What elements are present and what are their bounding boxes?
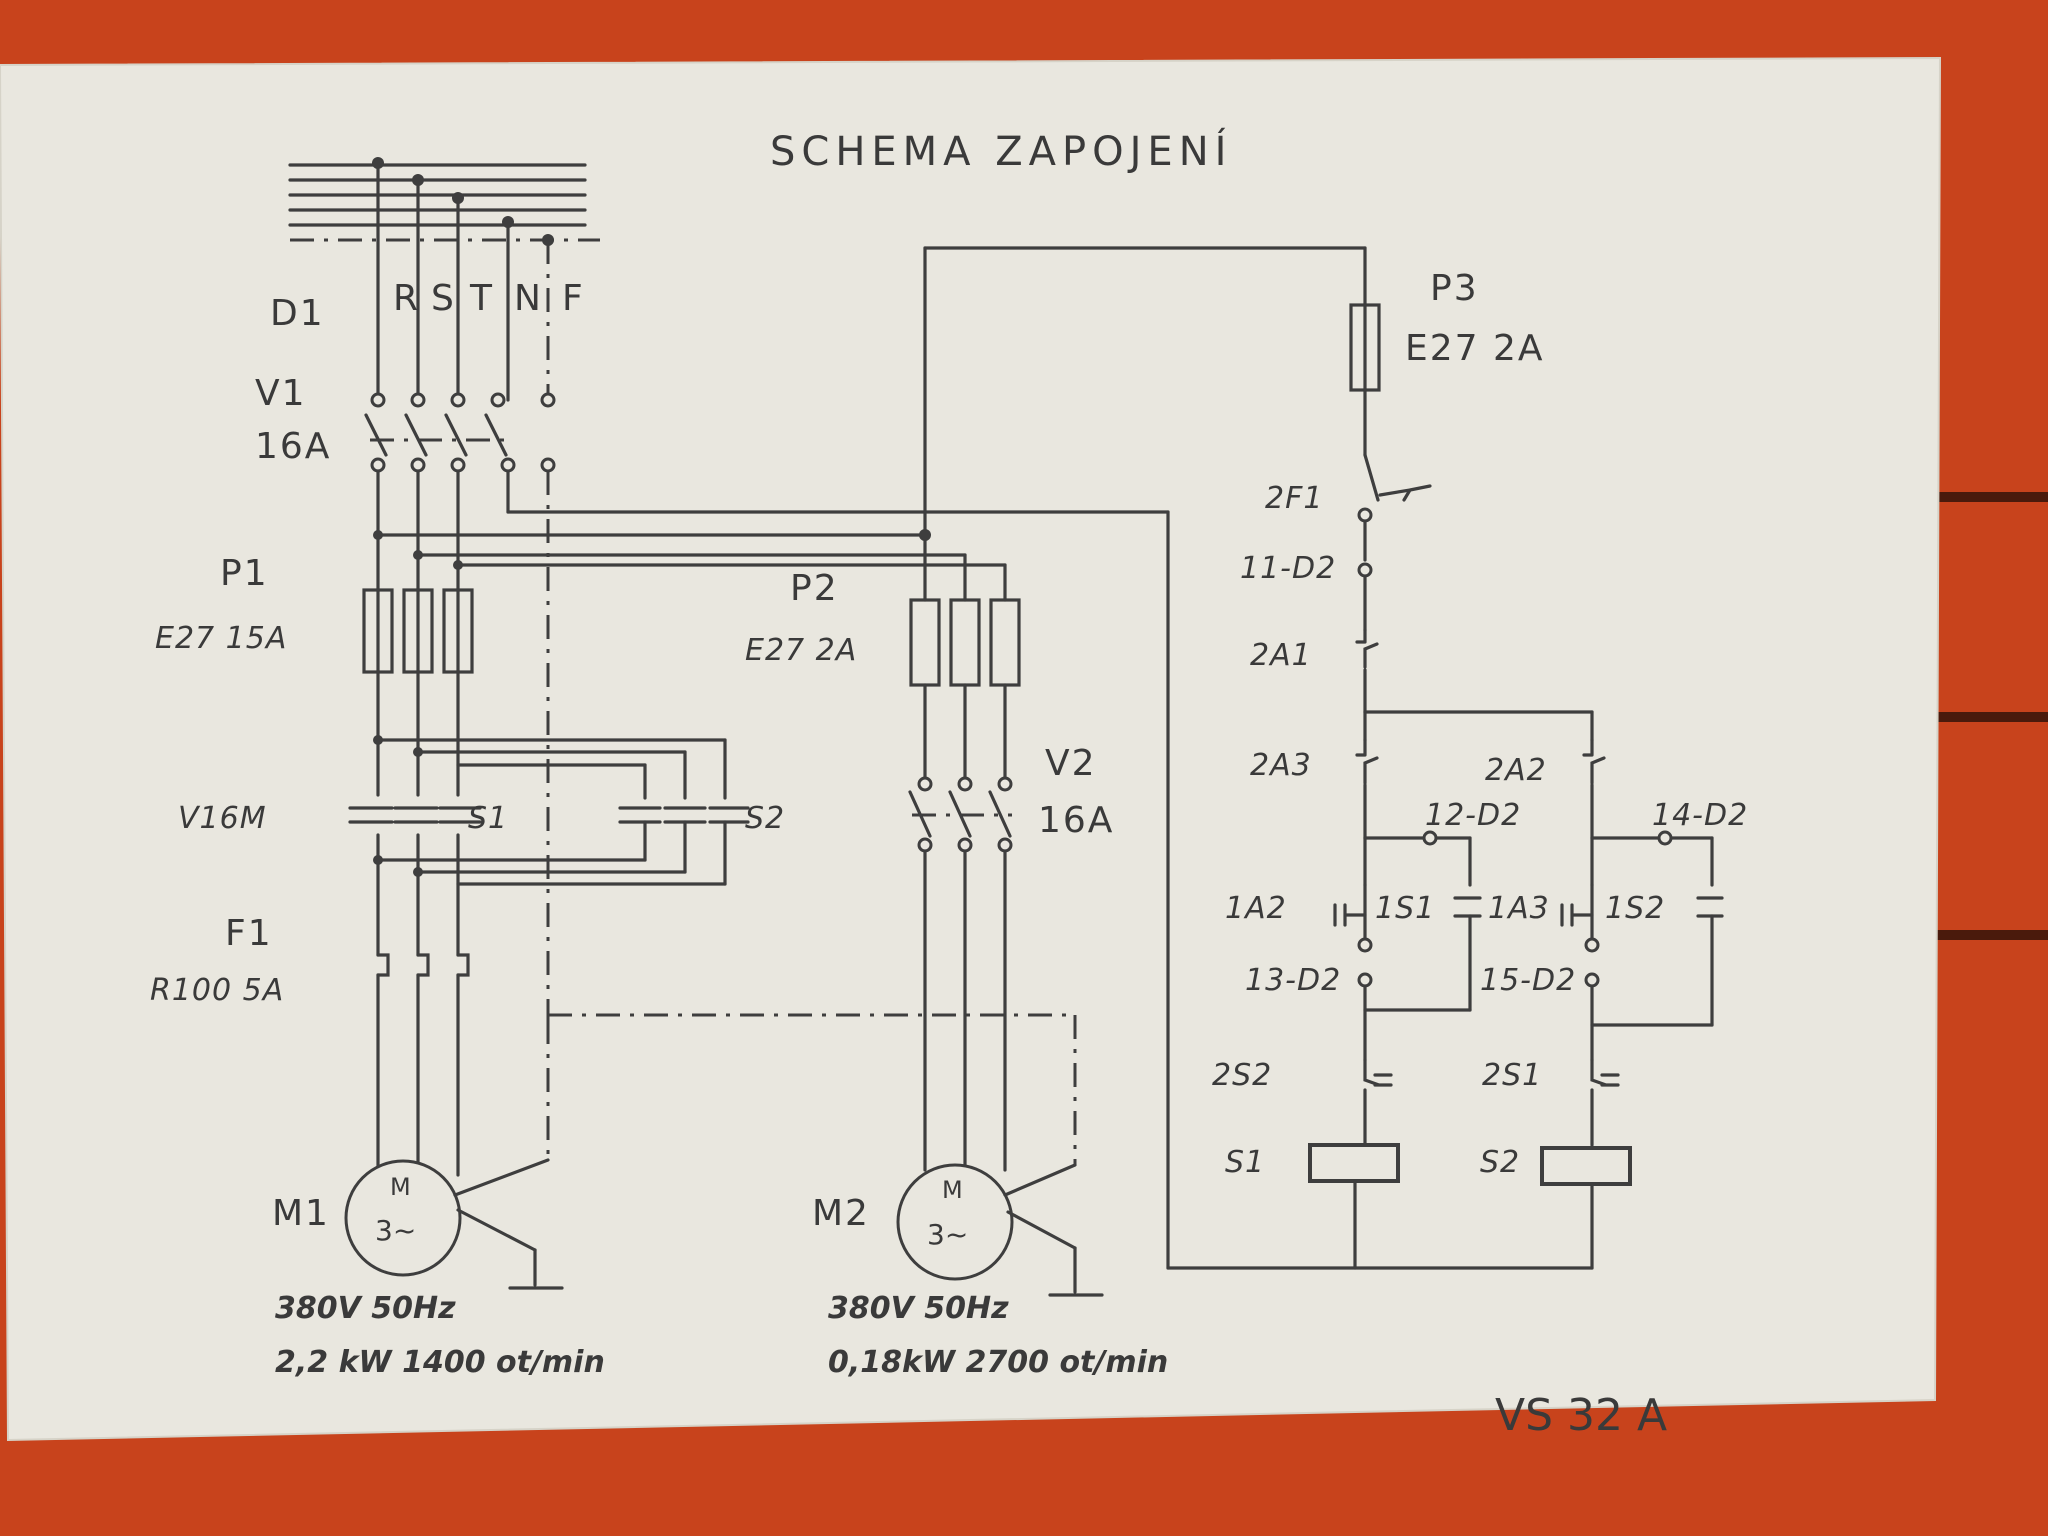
- control-label-1s1: 1S1: [1375, 891, 1435, 926]
- phase-t-label: T: [469, 278, 494, 319]
- main-fuses-ref: P1: [220, 553, 269, 594]
- cabinet-slat: [1930, 712, 2048, 722]
- page-title: SCHEMA ZAPOJENÍ: [770, 127, 1232, 175]
- control-label-2f1: 2F1: [1265, 481, 1323, 516]
- paper-sheet: [0, 56, 1942, 1442]
- phase-f-label: F: [562, 278, 585, 319]
- control-circuit: [923, 246, 1724, 1270]
- motor-m2-spec-1: 380V 50Hz: [828, 1291, 1009, 1326]
- control-label-15d2: 15-D2: [1480, 963, 1576, 998]
- main-switch-symbol: [364, 413, 556, 473]
- overload-ref: F1: [225, 913, 273, 954]
- phase-lines: [370, 161, 556, 408]
- model-number: VS 32 A: [1495, 1390, 1667, 1441]
- motor-m2-symbol: M 3~: [896, 1163, 1104, 1297]
- supply-bus: [288, 157, 600, 246]
- control-label-13d2: 13-D2: [1245, 963, 1341, 998]
- motor-m2-phase: 3~: [927, 1218, 968, 1251]
- main-fuses-type: E27 15A: [155, 621, 287, 656]
- contactor-s1-label: S1: [468, 801, 508, 836]
- overload-type: R100 5A: [150, 973, 284, 1008]
- motor-m1-symbol: M 3~: [344, 1158, 564, 1290]
- control-label-1a2: 1A2: [1225, 891, 1287, 926]
- motor-m1-phase: 3~: [375, 1214, 416, 1247]
- control-fuse-type: E27 2A: [1405, 328, 1545, 369]
- control-label-14d2: 14-D2: [1652, 798, 1748, 833]
- control-label-2a3: 2A3: [1250, 748, 1312, 783]
- aux-fuses-type: E27 2A: [745, 633, 857, 668]
- coil-s1-label: S1: [1225, 1145, 1265, 1180]
- coil-s2-label: S2: [1480, 1145, 1520, 1180]
- control-label-1s2: 1S2: [1605, 891, 1665, 926]
- contactor-label: V16M: [178, 801, 267, 836]
- overload-relay-symbol: [376, 953, 470, 1177]
- control-fuse-ref: P3: [1430, 268, 1479, 309]
- phase-n-label: N: [514, 278, 543, 319]
- motor-m2-spec-2: 0,18kW 2700 ot/min: [828, 1345, 1168, 1380]
- reversing-contactors: [348, 670, 750, 957]
- cabinet-slat: [1930, 930, 2048, 940]
- control-label-12d2: 12-D2: [1425, 798, 1521, 833]
- aux-switch-rating: 16A: [1038, 800, 1114, 841]
- phase-s-label: S: [431, 278, 456, 319]
- phase-r-label: R: [393, 278, 420, 319]
- control-label-2a2: 2A2: [1485, 753, 1547, 788]
- aux-switch-ref: V2: [1045, 743, 1097, 784]
- cabinet-slat: [1930, 492, 2048, 502]
- motor-m1-spec-2: 2,2 kW 1400 ot/min: [275, 1345, 605, 1380]
- control-label-2a1: 2A1: [1250, 638, 1312, 673]
- motor-m1-letter: M: [390, 1173, 411, 1201]
- motor-m2-letter: M: [942, 1176, 963, 1204]
- aux-fuses-ref: P2: [790, 568, 839, 609]
- motor-m1-ref: M1: [272, 1193, 330, 1234]
- control-label-2s2: 2S2: [1212, 1058, 1272, 1093]
- supply-ref: D1: [270, 293, 325, 334]
- motor-m1-spec-1: 380V 50Hz: [275, 1291, 456, 1326]
- main-switch-rating: 16A: [255, 426, 331, 467]
- contactor-s2-label: S2: [745, 801, 785, 836]
- main-fuses-symbol: [362, 588, 474, 674]
- motor-m2-ref: M2: [812, 1193, 870, 1234]
- control-label-2s1: 2S1: [1482, 1058, 1542, 1093]
- main-feed: [373, 469, 1170, 1270]
- control-label-11d2: 11-D2: [1240, 551, 1336, 586]
- main-switch-ref: V1: [255, 373, 307, 414]
- control-label-1a3: 1A3: [1488, 891, 1550, 926]
